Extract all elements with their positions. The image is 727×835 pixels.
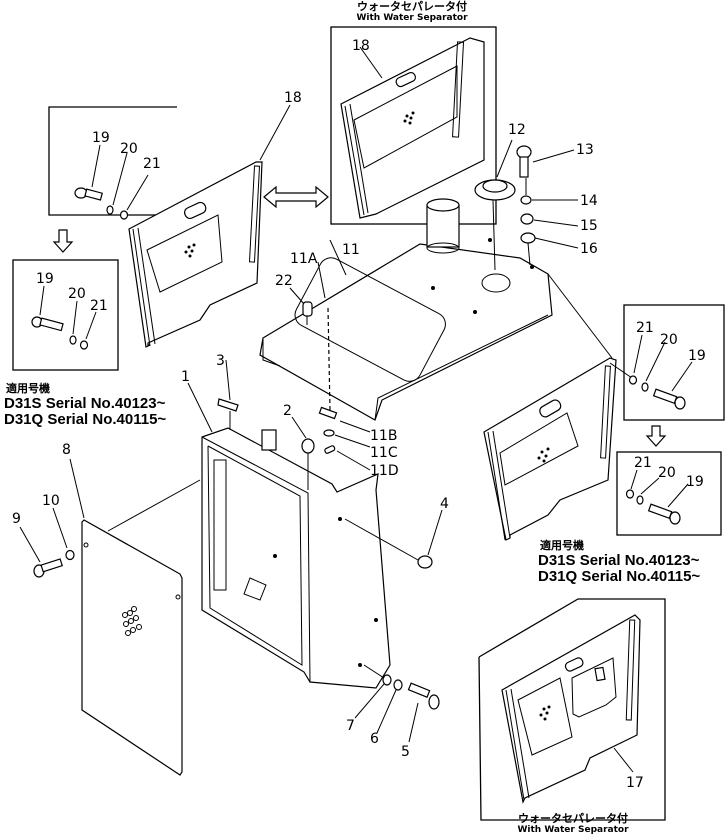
label-11B: 11B bbox=[370, 428, 397, 444]
fastener-pattern-icon bbox=[539, 705, 551, 721]
inset-bolt-set-upper-left bbox=[48, 106, 178, 220]
applicable-model-line: D31S Serial No.40123~ bbox=[4, 395, 166, 412]
filler-cap-icon bbox=[474, 139, 516, 271]
inset-bolt-set-lower-right bbox=[616, 451, 722, 536]
inset-side-panel-water-separator-bottom bbox=[478, 598, 666, 821]
caption-water-separator-en-top: With Water Separator bbox=[356, 13, 468, 23]
fastener-pattern-icon bbox=[403, 111, 415, 125]
applicable-models-right: 適用号機 D31S Serial No.40123~ D31Q Serial N… bbox=[538, 538, 700, 585]
label-20-lower-right: 20 bbox=[658, 465, 676, 481]
tank-cover bbox=[259, 198, 553, 421]
label-9: 9 bbox=[12, 511, 21, 527]
label-19-lower-right: 19 bbox=[686, 474, 704, 490]
bolt-icon bbox=[31, 316, 64, 332]
caption-water-separator-jp-bottom: ウォータセパレータ付 bbox=[518, 811, 628, 825]
side-panel-right bbox=[483, 273, 617, 541]
inset-side-panel-water-separator-top bbox=[330, 26, 497, 225]
washer-icon bbox=[106, 205, 114, 215]
label-4: 4 bbox=[440, 496, 449, 512]
bracket-icon bbox=[217, 398, 239, 430]
grommet-icon bbox=[344, 509, 443, 569]
label-21-upper-right: 21 bbox=[636, 320, 654, 336]
washer-icon bbox=[69, 335, 77, 345]
applicable-model-line: D31S Serial No.40123~ bbox=[538, 552, 700, 569]
label-22: 22 bbox=[275, 273, 293, 289]
label-18-left: 18 bbox=[284, 90, 302, 106]
label-8: 8 bbox=[62, 442, 71, 458]
side-cover bbox=[69, 458, 201, 776]
label-15: 15 bbox=[580, 218, 598, 234]
label-6: 6 bbox=[370, 731, 379, 747]
bolt-5-stack bbox=[354, 664, 440, 743]
label-11: 11 bbox=[342, 242, 360, 258]
applicable-models-heading: 適用号機 bbox=[6, 381, 50, 395]
label-10: 10 bbox=[42, 493, 60, 509]
applicable-model-line: D31Q Serial No.40115~ bbox=[538, 568, 700, 585]
label-13: 13 bbox=[576, 142, 594, 158]
label-11C: 11C bbox=[370, 445, 398, 461]
label-21-lower-right: 21 bbox=[634, 455, 652, 471]
applicable-models-heading: 適用号機 bbox=[540, 538, 584, 552]
inset-bolt-set-upper-right bbox=[609, 304, 725, 421]
fastener-pattern-icon bbox=[184, 243, 196, 258]
label-17: 17 bbox=[626, 775, 644, 791]
label-16: 16 bbox=[580, 241, 598, 257]
main-frame bbox=[187, 359, 391, 689]
bolt-icon bbox=[74, 187, 103, 201]
washer-icon bbox=[119, 210, 129, 220]
double-arrow-icon bbox=[263, 185, 329, 209]
latch-parts bbox=[318, 406, 371, 471]
label-21-upper-left: 21 bbox=[143, 156, 161, 172]
side-panel-left bbox=[128, 104, 291, 348]
label-19-upper-left: 19 bbox=[92, 130, 110, 146]
caption-water-separator-jp-top: ウォータセパレータ付 bbox=[357, 0, 467, 13]
cap-icon bbox=[291, 416, 315, 490]
applicable-model-line: D31Q Serial No.40115~ bbox=[4, 411, 166, 428]
washer-icon bbox=[628, 375, 638, 385]
bolt-icon bbox=[652, 388, 686, 410]
washer-icon bbox=[636, 495, 644, 505]
label-19-lower-left: 19 bbox=[36, 271, 54, 287]
bolt-13-stack bbox=[516, 145, 579, 266]
arrow-down-icon bbox=[645, 425, 667, 447]
label-7: 7 bbox=[346, 718, 355, 734]
washer-icon bbox=[79, 340, 89, 350]
arrow-down-icon bbox=[52, 229, 74, 253]
label-20-upper-left: 20 bbox=[120, 141, 138, 157]
vent-holes-icon bbox=[122, 606, 142, 636]
inset-bolt-set-lower-left bbox=[12, 259, 119, 371]
washer-icon bbox=[625, 489, 635, 499]
label-12: 12 bbox=[508, 122, 526, 138]
applicable-models-left: 適用号機 D31S Serial No.40123~ D31Q Serial N… bbox=[4, 381, 166, 428]
label-21-lower-left: 21 bbox=[90, 298, 108, 314]
bolt-icon bbox=[647, 503, 681, 525]
caption-water-separator-en-bottom: With Water Separator bbox=[517, 825, 629, 835]
label-14: 14 bbox=[580, 193, 598, 209]
label-3: 3 bbox=[216, 353, 225, 369]
label-11A: 11A bbox=[290, 251, 318, 267]
bolt-9-stack bbox=[19, 507, 75, 578]
label-20-upper-right: 20 bbox=[660, 332, 678, 348]
key-icon bbox=[302, 301, 313, 325]
label-5: 5 bbox=[401, 744, 410, 760]
fastener-pattern-icon bbox=[537, 447, 550, 463]
label-20-lower-left: 20 bbox=[68, 286, 86, 302]
label-18-top: 18 bbox=[352, 38, 370, 54]
label-19-upper-right: 19 bbox=[688, 348, 706, 364]
washer-icon bbox=[641, 382, 649, 392]
label-1: 1 bbox=[181, 369, 190, 385]
label-2: 2 bbox=[283, 403, 292, 419]
